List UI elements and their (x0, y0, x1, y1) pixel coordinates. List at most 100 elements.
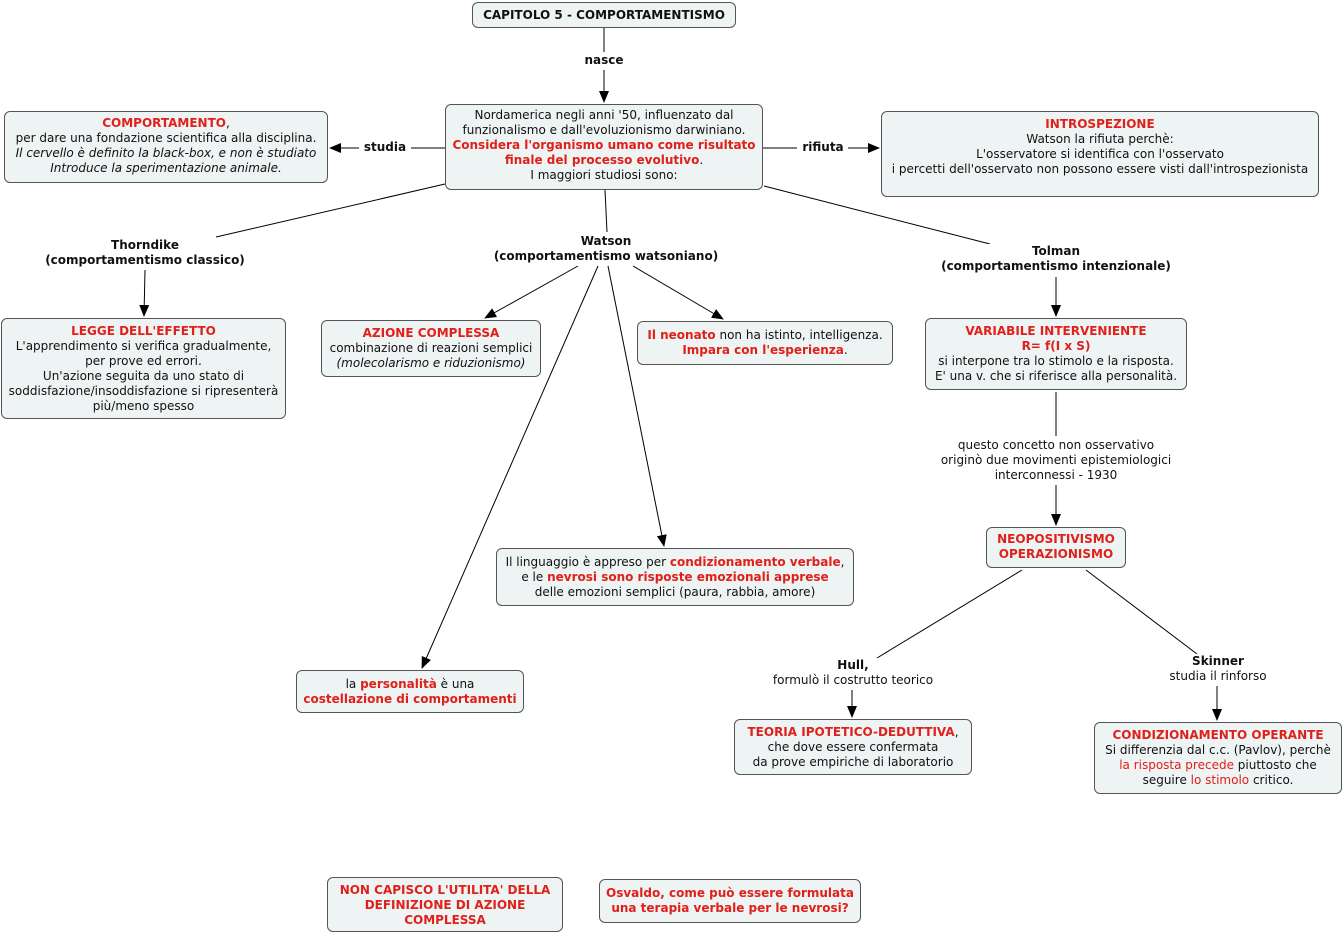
teoria-node[interactable]: TEORIA IPOTETICO-DEDUTTIVA, che dove ess… (734, 719, 972, 775)
skinner-sub: studia il rinforso (1169, 669, 1267, 683)
teoria-line1: che dove essere confermata (767, 740, 939, 754)
concetto-line1: questo concetto non osservativo (957, 438, 1155, 452)
legge-line5: più/meno spesso (92, 399, 195, 413)
hull-sub: formulò il costrutto teorico (772, 673, 934, 687)
hull-name: Hull, (837, 658, 869, 672)
link-watson-azione (484, 265, 579, 319)
legge-line2: per prove ed errori. (85, 354, 202, 368)
label-nasce-text: nasce (584, 53, 624, 67)
neopositivismo-line2: OPERAZIONISMO (998, 547, 1114, 561)
introspezione-line1: Watson la rifiuta perchè: (1026, 132, 1174, 146)
variabile-formula: R= f(I x S) (1021, 339, 1091, 353)
skinner-label: Skinner studia il rinforso (1169, 654, 1267, 684)
comportamento-line2: Il cervello è definito la black-box, e n… (15, 146, 317, 160)
linguaggio-c: , (840, 555, 845, 569)
legge-line1: L'apprendimento si verifica gradualmente… (15, 339, 272, 353)
variabile-node[interactable]: VARIABILE INTERVENIENTE R= f(I x S) si i… (925, 318, 1187, 390)
comportamento-node[interactable]: COMPORTAMENTO, per dare una fondazione s… (4, 111, 328, 183)
operante-line1: Si differenzia dal c.c. (Pavlov), perchè (1105, 743, 1331, 757)
link-watson-personalita (421, 265, 599, 669)
personalita-a: la (345, 677, 361, 691)
link-watson-linguaggio (607, 265, 667, 547)
label-studia-text: studia (363, 140, 407, 154)
legge-line4: soddisfazione/insoddisfazione si riprese… (8, 384, 279, 398)
title-text: CAPITOLO 5 - COMPORTAMENTISMO (483, 8, 725, 22)
concetto-line2: originò due movimenti epistemiologici (940, 453, 1172, 467)
center-line2: funzionalismo e dall'evoluzionismo darwi… (462, 123, 746, 137)
introspezione-line3: i percetti dell'osservato non possono es… (891, 162, 1309, 176)
teoria-title-end: , (954, 725, 959, 739)
note2-line1: Osvaldo, come può essere formulata (606, 886, 854, 900)
watson-name: Watson (580, 234, 632, 248)
note1-line3: COMPLESSA (404, 913, 486, 927)
variabile-line1: si interpone tra lo stimolo e la rispost… (938, 354, 1174, 368)
neonato-a: Il neonato (647, 328, 716, 342)
label-rifiuta: rifiuta (802, 140, 844, 155)
operante-b: piuttosto che (1233, 758, 1317, 772)
link-thorndike-legge (139, 269, 150, 317)
skinner-name: Skinner (1192, 654, 1244, 668)
legge-node[interactable]: LEGGE DELL'EFFETTO L'apprendimento si ve… (1, 318, 286, 419)
introspezione-title: INTROSPEZIONE (1045, 117, 1155, 131)
linguaggio-d: e le (521, 570, 548, 584)
hull-label: Hull, formulò il costrutto teorico (772, 658, 934, 688)
neopositivismo-node[interactable]: NEOPOSITIVISMO OPERAZIONISMO (986, 527, 1126, 568)
operante-node[interactable]: CONDIZIONAMENTO OPERANTE Si differenzia … (1094, 722, 1342, 794)
comportamento-title: COMPORTAMENTO (102, 116, 226, 130)
link-center-tolman (763, 185, 991, 245)
comportamento-line1: per dare una fondazione scientifica alla… (15, 131, 317, 145)
label-rifiuta-text: rifiuta (802, 140, 844, 154)
note1-line2: DEFINIZIONE DI AZIONE (364, 898, 526, 912)
introspezione-node[interactable]: INTROSPEZIONE Watson la rifiuta perchè: … (881, 111, 1319, 197)
label-studia: studia (363, 140, 407, 155)
linguaggio-f: delle emozioni semplici (paura, rabbia, … (534, 585, 816, 599)
link-watson-neonato (632, 265, 724, 320)
concetto-line3: interconnessi - 1930 (994, 468, 1118, 482)
personalita-node[interactable]: la personalità è una costellazione di co… (296, 670, 524, 713)
teoria-line2: da prove empiriche di laboratorio (752, 755, 954, 769)
personalita-c: è una (436, 677, 475, 691)
operante-e: critico. (1249, 773, 1294, 787)
teoria-title: TEORIA IPOTETICO-DEDUTTIVA (747, 725, 955, 739)
note-azione-complessa[interactable]: NON CAPISCO L'UTILITA' DELLA DEFINIZIONE… (327, 877, 563, 932)
azione-title: AZIONE COMPLESSA (362, 326, 500, 340)
azione-node[interactable]: AZIONE COMPLESSA combinazione di reazion… (321, 320, 541, 377)
neonato-d: . (843, 343, 848, 357)
operante-c: seguire (1142, 773, 1191, 787)
tolman-name: Tolman (1031, 244, 1081, 258)
comportamento-line3: Introduce la sperimentazione animale. (50, 161, 282, 175)
operante-d: lo stimolo (1190, 773, 1250, 787)
tolman-sub: (comportamentismo intenzionale) (941, 259, 1171, 273)
link-neopositivismo-skinner (1085, 569, 1198, 655)
note-terapia-verbale[interactable]: Osvaldo, come può essere formulata una t… (599, 879, 861, 923)
tolman-label: Tolman (comportamentismo intenzionale) (941, 244, 1171, 274)
linguaggio-b: condizionamento verbale (669, 555, 841, 569)
thorndike-name: Thorndike (111, 238, 179, 252)
variabile-line2: E' una v. che si riferisce alla personal… (934, 369, 1178, 383)
concetto-label: questo concetto non osservativo originò … (940, 438, 1172, 483)
link-neopositivismo-hull (876, 569, 1023, 659)
center-line1: Nordamerica negli anni '50, influenzato … (474, 108, 734, 122)
linguaggio-e: nevrosi sono risposte emozionali apprese (547, 570, 829, 584)
neonato-b: non ha istinto, intelligenza. (715, 328, 883, 342)
center-node[interactable]: Nordamerica negli anni '50, influenzato … (445, 104, 763, 190)
neonato-c: Impara con l'esperienza (682, 343, 844, 357)
neonato-node[interactable]: Il neonato non ha istinto, intelligenza.… (637, 321, 893, 365)
watson-label: Watson (comportamentismo watsoniano) (493, 234, 719, 264)
title-node[interactable]: CAPITOLO 5 - COMPORTAMENTISMO (472, 2, 736, 28)
label-nasce: nasce (584, 53, 624, 68)
thorndike-sub: (comportamentismo classico) (45, 253, 245, 267)
center-line4-end: . (699, 153, 704, 167)
center-line5: I maggiori studiosi sono: (530, 168, 678, 182)
linguaggio-a: Il linguaggio è appreso per (505, 555, 670, 569)
legge-title: LEGGE DELL'EFFETTO (71, 324, 216, 338)
note2-line2: una terapia verbale per le nevrosi? (611, 901, 849, 915)
azione-line2: (molecolarismo e riduzionismo) (336, 356, 526, 370)
azione-line1: combinazione di reazioni semplici (329, 341, 533, 355)
thorndike-label: Thorndike (comportamentismo classico) (45, 238, 245, 268)
personalita-d: costellazione di comportamenti (303, 692, 517, 706)
personalita-b: personalità (360, 677, 437, 691)
variabile-title: VARIABILE INTERVENIENTE (965, 324, 1147, 338)
linguaggio-node[interactable]: Il linguaggio è appreso per condizioname… (496, 548, 854, 606)
